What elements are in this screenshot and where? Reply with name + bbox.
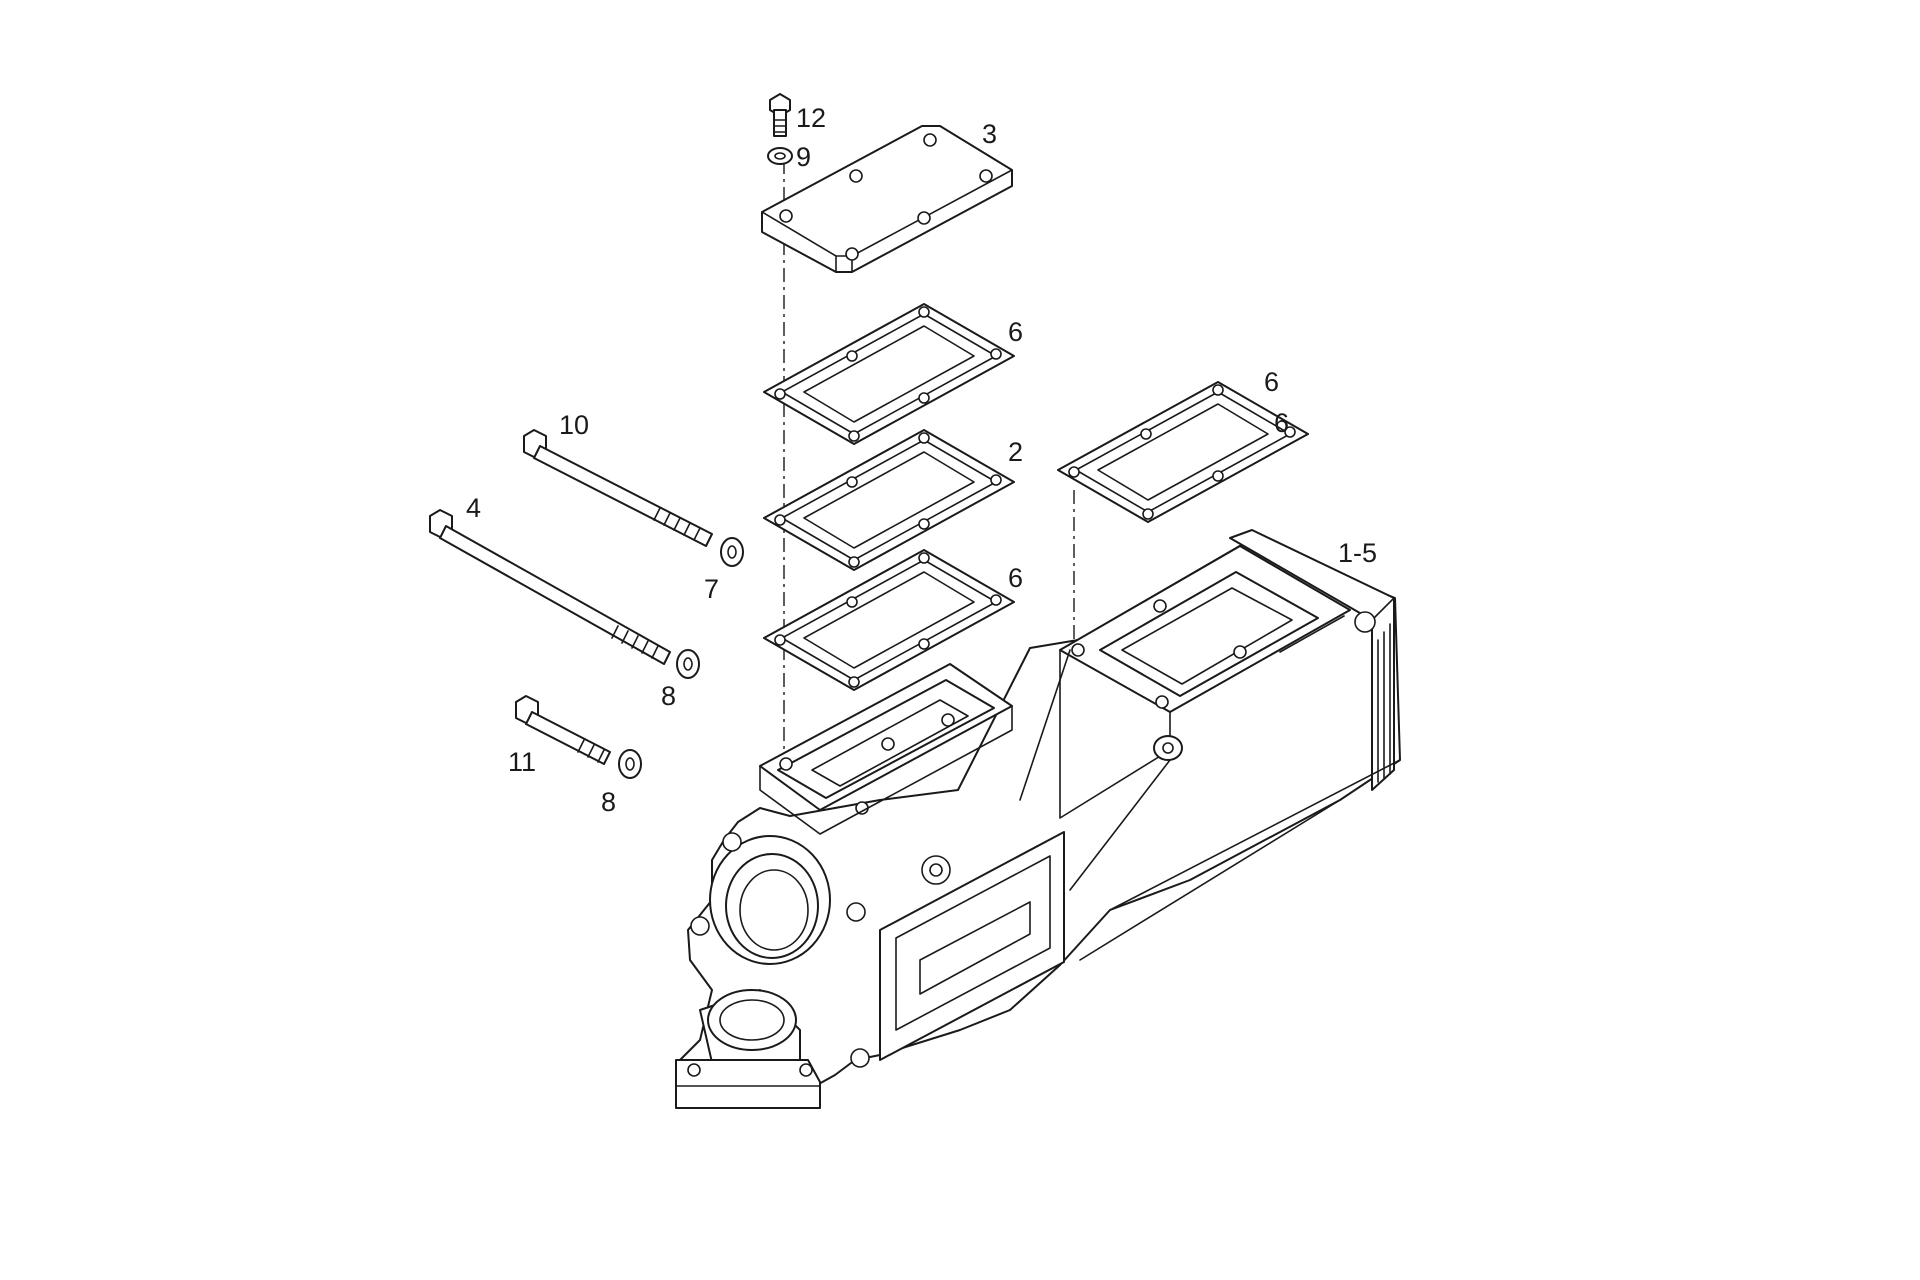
callout-8-upper: 8 [661,681,676,711]
callout-3: 3 [982,119,997,149]
washer-part-8-lower [618,749,642,779]
bolt-part-11 [515,695,611,765]
gasket-part-6-rear [1057,381,1309,523]
gasket-part-2 [763,429,1015,571]
cover-plate-part-3 [761,125,1013,273]
washer-part-9 [767,147,793,165]
callout-6-rear-b: 6 [1274,408,1289,438]
gasket-part-6-lower [763,549,1015,691]
callout-6-rear-a: 6 [1264,367,1279,397]
washer-part-7 [720,537,744,567]
callout-4: 4 [466,493,481,523]
callout-2: 2 [1008,437,1023,467]
bolt-part-4 [429,509,671,665]
callout-9: 9 [796,142,811,172]
callout-11: 11 [508,747,536,777]
callout-12: 12 [796,103,826,133]
callout-6-upper: 6 [1008,317,1023,347]
bolt-part-12 [769,93,791,137]
callout-1-5: 1-5 [1338,538,1377,568]
callout-8-lower: 8 [601,787,616,817]
callout-6-lower: 6 [1008,563,1023,593]
washer-part-8-upper [676,649,700,679]
housing-part-1-5 [675,529,1401,1109]
callout-10: 10 [559,410,589,440]
callout-7: 7 [704,574,719,604]
gasket-part-6-upper [763,303,1015,445]
bolt-part-10 [523,429,713,547]
